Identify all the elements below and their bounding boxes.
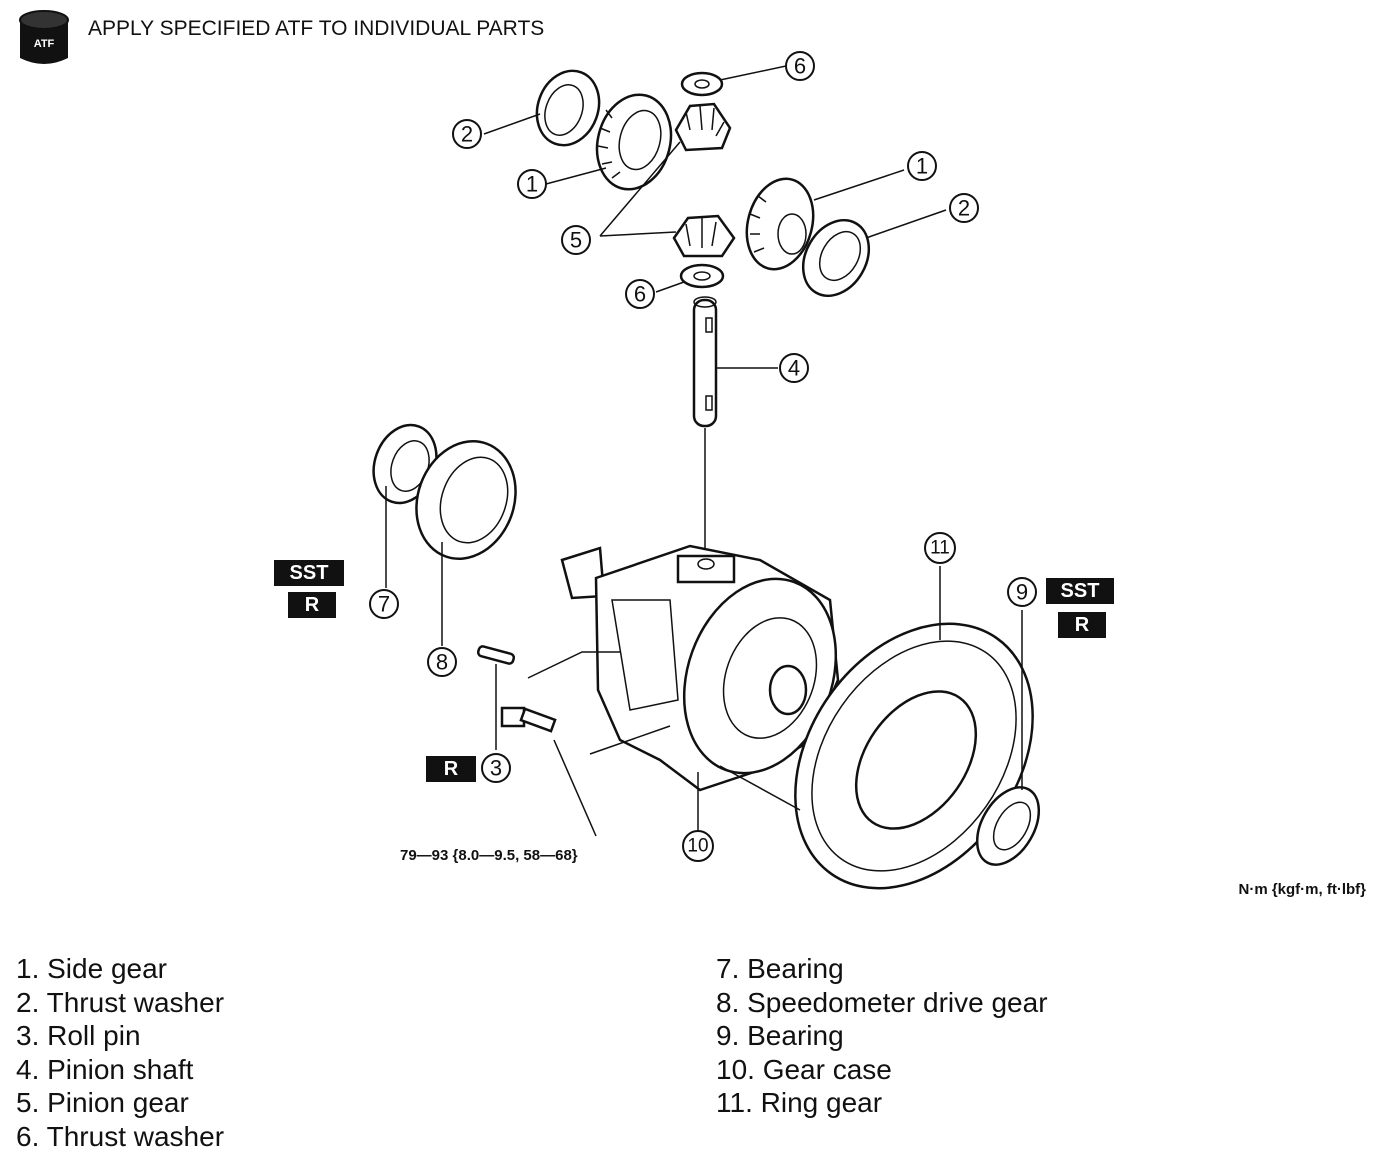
callout-2-left: 2 <box>452 119 482 149</box>
pinion-gear-bottom <box>672 214 736 258</box>
legend-item: 5. Pinion gear <box>16 1087 189 1118</box>
sst-tag-right: SST <box>1046 578 1114 604</box>
callout-1-right: 1 <box>907 151 937 181</box>
legend-item: 11. Ring gear <box>716 1087 883 1118</box>
bolt <box>500 706 557 733</box>
svg-text:1: 1 <box>526 172 538 197</box>
callout-6-bottom: 6 <box>625 279 655 309</box>
callout-4: 4 <box>779 353 809 383</box>
callout-3: 3 <box>481 753 511 783</box>
side-gear-left <box>595 93 673 191</box>
svg-text:6: 6 <box>634 282 646 307</box>
svg-text:2: 2 <box>461 122 473 147</box>
svg-text:9: 9 <box>1016 580 1028 605</box>
callout-5: 5 <box>561 225 591 255</box>
legend-item: 1. Side gear <box>16 953 167 984</box>
side-gear-right <box>745 177 815 271</box>
speedometer-drive-gear <box>415 440 517 560</box>
ring-gear <box>794 622 1034 890</box>
callout-1-left: 1 <box>517 169 547 199</box>
thrust-washer-bottom <box>679 263 725 289</box>
svg-text:R: R <box>1075 614 1090 636</box>
replace-tag-left: R <box>288 592 336 618</box>
svg-text:1: 1 <box>916 154 928 179</box>
pinion-shaft <box>692 296 718 428</box>
instruction-text: APPLY SPECIFIED ATF TO INDIVIDUAL PARTS <box>88 17 544 40</box>
svg-text:2: 2 <box>958 196 970 221</box>
exploded-view-diagram: .ln { stroke: #111; stroke-width: 2; fil… <box>19 10 1367 898</box>
svg-text:6: 6 <box>794 54 806 79</box>
legend-item: 3. Roll pin <box>16 1020 141 1051</box>
callout-7: 7 <box>369 589 399 619</box>
legend-item: 8. Speedometer drive gear <box>716 986 1048 1018</box>
svg-text:11: 11 <box>930 538 950 559</box>
thrust-washer-left <box>535 69 601 147</box>
pinion-gear-top <box>674 102 732 152</box>
svg-text:10: 10 <box>687 836 708 857</box>
legend-item: 4. Pinion shaft <box>16 1053 194 1085</box>
callout-11: 11 <box>924 532 956 564</box>
legend-item: 10. Gear case <box>716 1053 892 1085</box>
atf-icon-label: ATF <box>34 38 55 50</box>
thrust-washer-top <box>680 71 724 97</box>
roll-pin <box>476 645 516 665</box>
parts-legend-right: 7. Bearing 8. Speedometer drive gear 9. … <box>716 952 1048 1120</box>
atf-can-icon: ATF <box>19 10 69 64</box>
legend-item: 6. Thrust washer <box>16 1120 225 1152</box>
callout-10: 10 <box>682 830 714 862</box>
callout-6-top: 6 <box>785 51 815 81</box>
svg-text:7: 7 <box>378 592 390 617</box>
legend-item: 2. Thrust washer <box>16 986 225 1018</box>
svg-text:R: R <box>305 594 320 616</box>
svg-text:8: 8 <box>436 650 448 675</box>
callout-9: 9 <box>1007 577 1037 607</box>
svg-text:R: R <box>444 758 459 780</box>
svg-text:SST: SST <box>1061 580 1100 602</box>
sst-tag-left: SST <box>274 560 344 586</box>
svg-text:3: 3 <box>490 756 502 781</box>
svg-text:SST: SST <box>290 562 329 584</box>
legend-item: 7. Bearing <box>716 953 844 984</box>
callout-2-right: 2 <box>949 193 979 223</box>
legend-item: 9. Bearing <box>716 1020 844 1051</box>
replace-tag-roll-pin: R <box>426 756 476 782</box>
replace-tag-right: R <box>1058 612 1106 638</box>
svg-text:5: 5 <box>570 228 582 253</box>
parts-legend-left: 1. Side gear 2. Thrust washer 3. Roll pi… <box>16 952 224 1153</box>
thrust-washer-right <box>801 219 871 297</box>
torque-spec: 79—93 {8.0—9.5, 58—68} <box>400 847 578 864</box>
unit-note: N·m {kgf·m, ft·lbf} <box>1239 881 1367 898</box>
callout-8: 8 <box>427 647 457 677</box>
bearing-right <box>975 786 1041 866</box>
gear-case <box>560 544 840 792</box>
svg-text:4: 4 <box>788 356 800 381</box>
